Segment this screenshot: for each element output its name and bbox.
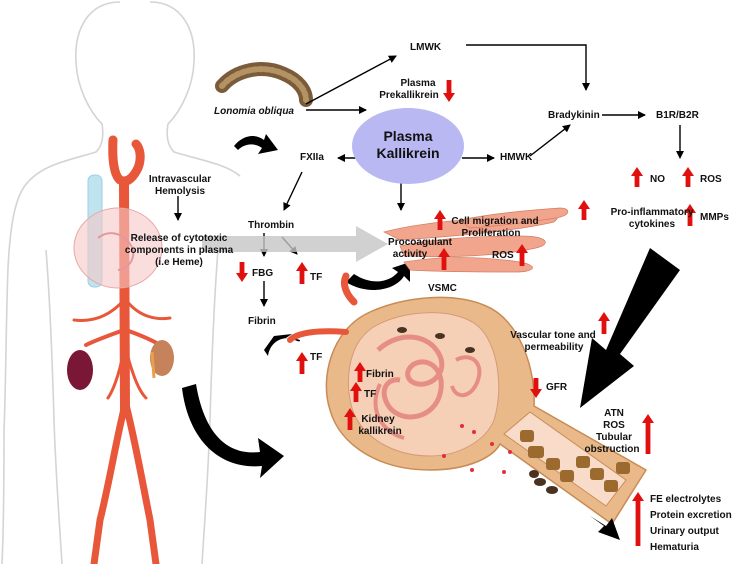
no-label: NO — [650, 174, 665, 185]
cell-migration-up-arrow — [434, 210, 446, 230]
procoagulant-line2: activity — [392, 249, 428, 260]
curved-arrow-vsmc — [346, 262, 410, 290]
release-line3: (i.e Heme) — [155, 257, 203, 268]
lmwk-label: LMWK — [410, 42, 442, 53]
curved-arrow-caterpillar — [234, 134, 278, 154]
ureter — [150, 351, 156, 379]
ros-kidney-label: ROS — [603, 420, 625, 431]
kallikrein-line1: Plasma — [383, 128, 433, 144]
prekallikrein-line2: Prekallikrein — [379, 90, 439, 101]
urinary-up-arrow — [632, 492, 644, 546]
bradykinin-label: Bradykinin — [548, 110, 600, 121]
prekallikrein-line1: Plasma — [400, 78, 436, 89]
vascular-tone-line1: Vascular tone and — [510, 330, 596, 341]
curved-arrow-tf — [264, 334, 300, 356]
caterpillar-icon — [215, 62, 313, 107]
hemolysis-line1: Intravascular — [148, 174, 212, 185]
fe-electrolytes-label: FE electrolytes — [650, 494, 722, 505]
large-black-arrow — [580, 248, 680, 408]
tf-label-1: TF — [310, 272, 323, 283]
plasma-kallikrein-label: Plasma Kallikrein — [352, 128, 464, 162]
vsmc-cells — [383, 207, 569, 273]
fibrin-kidney-up-arrow — [354, 362, 366, 382]
protein-excretion-label: Protein excretion — [650, 510, 732, 521]
vascular-tone-up-arrow — [598, 312, 610, 334]
hematuria-label: Hematuria — [650, 542, 699, 553]
tf-kidney-label: TF — [364, 389, 377, 400]
tf-label-2: TF — [310, 352, 323, 363]
b1r-b2r-label: B1R/B2R — [656, 110, 699, 121]
hemolysis-line2: Hemolysis — [154, 186, 206, 197]
urinary-output-label: Urinary output — [650, 526, 719, 537]
tf-kidney-up-arrow — [350, 382, 362, 402]
vascular-tone-line2: permeability — [524, 342, 584, 353]
tubular-up-arrow — [642, 414, 654, 454]
fibrin-kidney-label: Fibrin — [366, 369, 394, 380]
cell-migration-line1: Cell migration and — [451, 216, 539, 227]
prekallikrein-down-arrow — [443, 80, 455, 102]
procoagulant-line1: Procoagulant — [388, 237, 452, 248]
ros-top-label: ROS — [700, 174, 722, 185]
no-up-arrow — [631, 167, 643, 187]
tubular-line2: obstruction — [584, 444, 640, 455]
cell-migration-line2: Proliferation — [461, 228, 521, 239]
heart-vessel — [97, 232, 135, 271]
fibrin-label-left: Fibrin — [248, 316, 276, 327]
fbg-label: FBG — [252, 268, 274, 279]
nephron — [287, 272, 648, 540]
kidney-kallikrein-line1: Kidney — [361, 414, 395, 425]
tf-up-arrow-2 — [296, 352, 308, 374]
tubular-line1: Tubular — [596, 432, 632, 443]
kallikrein-line2: Kallikrein — [376, 145, 440, 161]
right-kidney — [150, 340, 174, 376]
organism-label: Lonomia obliqua — [214, 106, 294, 117]
procoagulant-up-arrow — [438, 248, 450, 270]
grey-arrow — [202, 226, 388, 262]
curved-arrow-kidney — [182, 384, 284, 478]
release-line1: Release of cytotoxic — [130, 233, 228, 244]
hmwk-label: HMWK — [500, 152, 533, 163]
kidney-kallikrein-up-arrow — [344, 408, 356, 430]
atn-label: ATN — [604, 408, 624, 419]
vsmc-label: VSMC — [428, 283, 457, 294]
fbg-down-arrow — [236, 262, 248, 282]
thrombin-label: Thrombin — [248, 220, 295, 231]
human-silhouette — [1, 1, 241, 565]
ros-vsmc-up-arrow — [516, 244, 528, 266]
left-kidney — [67, 350, 93, 390]
plasma-kallikrein-node — [352, 108, 464, 184]
fxiia-label: FXIIa — [300, 152, 324, 163]
kidney-kallikrein-line2: kallikrein — [358, 426, 402, 437]
mmps-label: MMPs — [700, 212, 729, 223]
heart — [73, 207, 163, 289]
tf-up-arrow-1 — [296, 262, 308, 284]
proinflammatory-line1: Pro-inflammatory — [610, 207, 694, 218]
proinflammatory-up-arrow — [578, 200, 590, 220]
ros-vsmc-label: ROS — [492, 250, 514, 261]
release-line2: components in plasma — [124, 245, 234, 256]
mmps-up-arrow — [684, 204, 696, 226]
regulation-arrows — [236, 80, 696, 546]
gfr-down-arrow — [530, 378, 542, 398]
gfr-label: GFR — [546, 382, 568, 393]
proinflammatory-line2: cytokines — [628, 219, 676, 230]
ros-top-up-arrow — [682, 167, 694, 187]
